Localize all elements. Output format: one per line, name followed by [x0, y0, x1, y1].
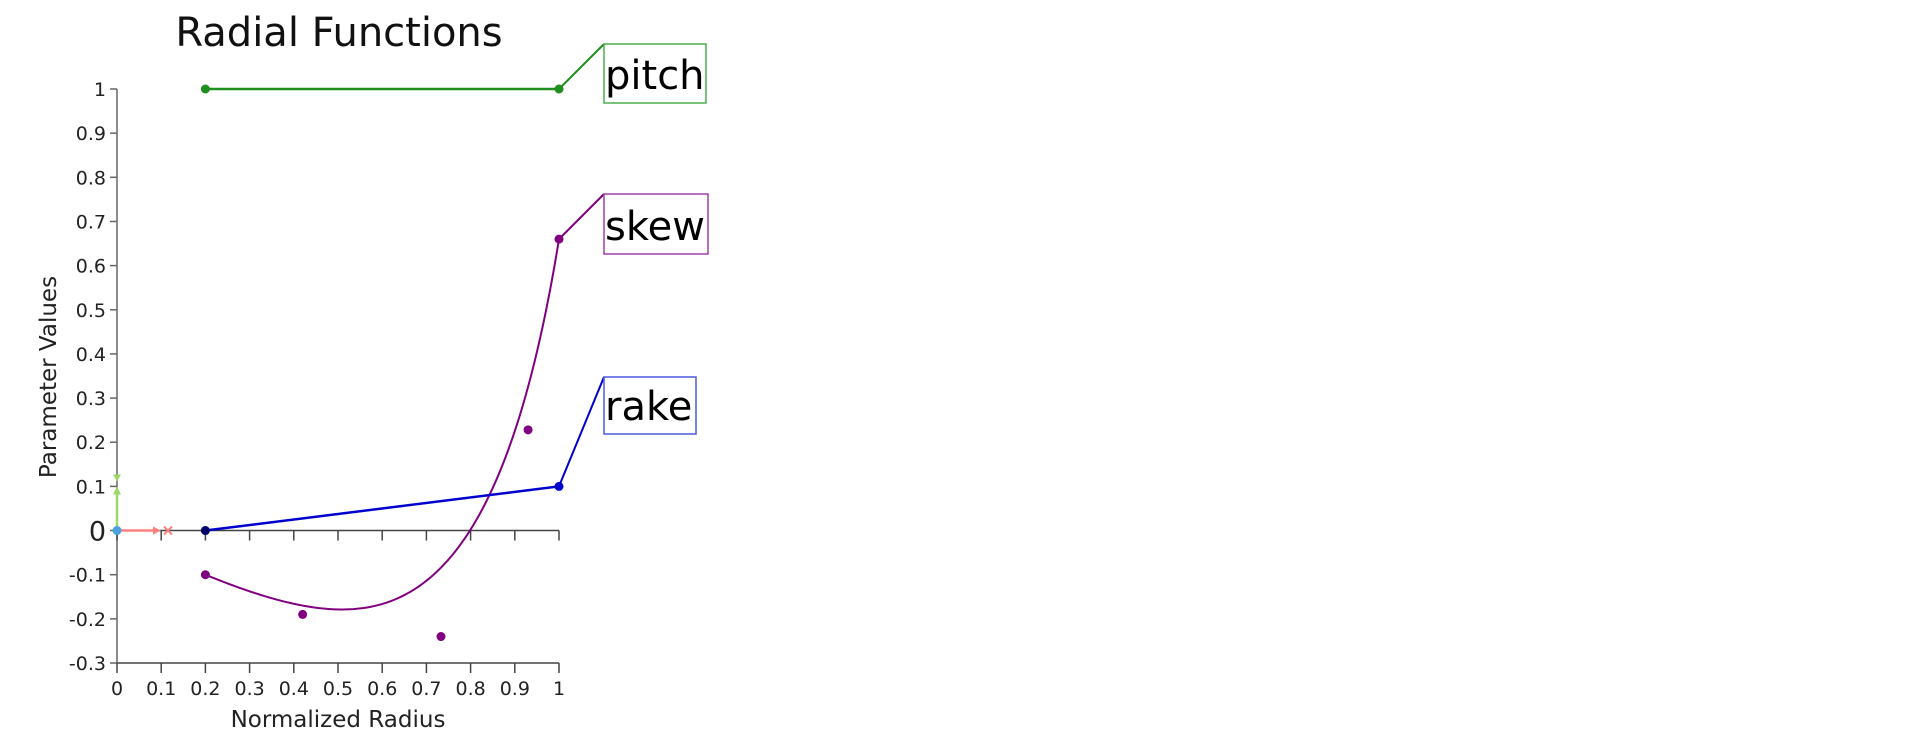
skew-control-point: [298, 609, 308, 619]
y-tick-label: 0: [89, 517, 106, 548]
y-tick-label: 0.7: [76, 211, 106, 233]
skew-control-point: [200, 570, 210, 580]
x-tick-label: 0.9: [500, 678, 530, 700]
y-tick-label: 1: [94, 79, 106, 101]
x-tick-label: 0.7: [411, 678, 441, 700]
skew-label: skew: [605, 204, 705, 250]
gizmo-origin-dot: [112, 526, 122, 536]
series-labels: pitch skew rake: [558, 43, 709, 487]
gizmo-x-close-icon: [163, 525, 173, 536]
skew-control-point: [436, 632, 446, 642]
x-tick-label: 0.2: [190, 678, 220, 700]
x-axis-title: Normalized Radius: [231, 707, 446, 733]
y-tick-label: -0.2: [69, 609, 106, 631]
rake-line: [205, 485, 560, 532]
gizmo-y-arrowhead-icon: [113, 486, 121, 495]
axes: 1 0.9 0.8 0.7 0.6 0.5 0.4 0.3 0.2 0.1 0 -0.1 -0.2 -0.…: [69, 79, 565, 700]
y-tick-label: 0.3: [76, 388, 106, 410]
y-tick-label: 0.9: [76, 123, 106, 145]
rake-label: rake: [605, 384, 692, 430]
y-tick-label: 0.8: [76, 167, 106, 189]
rake-point: [200, 526, 210, 536]
skew-control-point: [523, 425, 533, 435]
x-tick-label: 0.4: [279, 678, 309, 700]
rake-leader-line: [558, 376, 605, 487]
x-tick-label: 0.6: [367, 678, 397, 700]
skew-curve: [205, 238, 560, 611]
y-axis-title: Parameter Values: [36, 276, 62, 478]
x-tick-label: 0.8: [455, 678, 485, 700]
skew-leader-line: [558, 193, 605, 240]
y-tick-label: 0.2: [76, 432, 106, 454]
x-tick-label: 0.5: [323, 678, 353, 700]
y-tick-label: -0.3: [69, 653, 106, 675]
x-tick-label: 0.3: [234, 678, 264, 700]
gizmo-y-handle-icon: [113, 474, 121, 482]
series-layer: [200, 84, 564, 642]
pitch-label-box: [603, 43, 707, 104]
pitch-leader-line: [558, 43, 605, 90]
x-tick-label: 1: [553, 678, 565, 700]
rake-label-box: [603, 376, 697, 435]
y-tick-label: 0.4: [76, 344, 106, 366]
skew-label-box: [603, 193, 709, 255]
x-tick-label: 0: [111, 678, 123, 700]
y-tick-label: -0.1: [69, 565, 106, 587]
x-tick-label: 0.1: [146, 678, 176, 700]
gizmo-x-arrowhead-icon: [153, 526, 161, 535]
pitch-label: pitch: [605, 53, 705, 99]
origin-gizmo: [112, 474, 173, 536]
pitch-point: [200, 84, 210, 94]
chart-title: Radial Functions: [175, 10, 502, 56]
y-tick-label: 0.1: [76, 476, 106, 498]
y-tick-label: 0.5: [76, 300, 106, 322]
y-tick-label: 0.6: [76, 256, 106, 278]
